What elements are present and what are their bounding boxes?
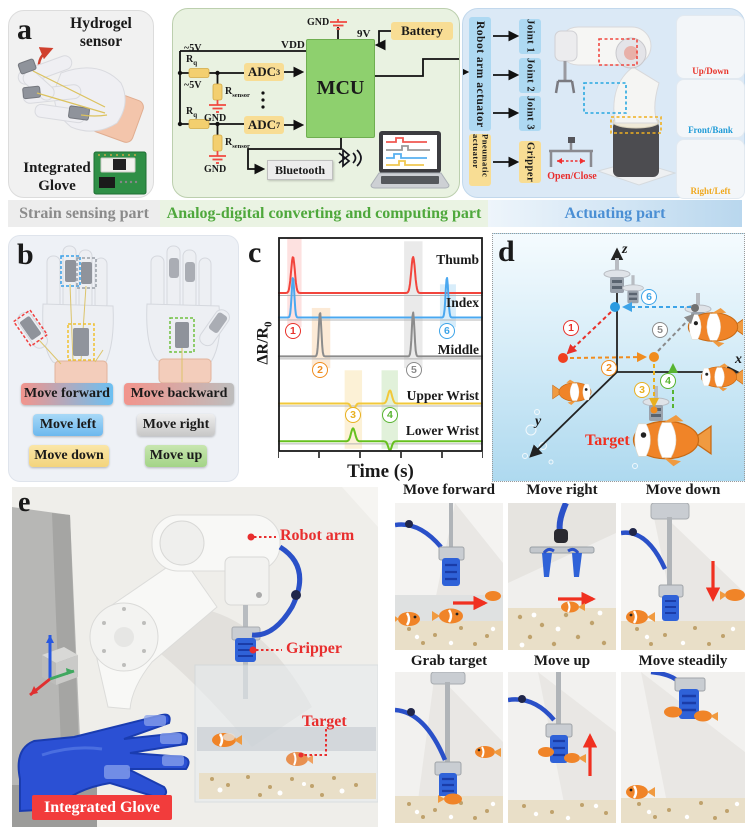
robot-arm-actuator-box: Robot arm actuator	[469, 17, 491, 131]
updown-label: Up/Down	[692, 66, 729, 76]
joint3-box: Joint 3	[519, 96, 541, 131]
chart-step-marker-3: 3	[345, 407, 362, 424]
tile-move-up	[508, 672, 616, 823]
step-5: 5	[652, 322, 668, 338]
trajectory-3d-scene	[522, 247, 743, 469]
tile-title-move-steadily: Move steadily	[638, 653, 728, 669]
open-close-label: Open/Close	[547, 171, 597, 182]
chart-traces	[278, 237, 483, 458]
tile-title-grab-target: Grab target	[410, 653, 488, 669]
rightleft-tile: Right/Left	[676, 139, 745, 199]
y-axis-label-d: y	[535, 414, 542, 429]
v5-mid-label: ~5V	[184, 80, 202, 91]
step-1: 1	[563, 320, 579, 336]
vdd-label: VDD	[281, 39, 305, 51]
move-forward-chip: Move forward	[21, 383, 113, 405]
gnd-top-label: GND	[307, 17, 330, 28]
trace-label-lower-wrist: Lower Wrist	[405, 422, 479, 438]
rq1-label: Rq	[186, 54, 198, 67]
rq2-label: Rq	[186, 106, 198, 119]
z-axis-label: z	[622, 242, 628, 257]
glove-illustration	[17, 47, 147, 195]
move-right-chip: Move right	[137, 414, 215, 436]
updown-tile: Up/Down	[676, 15, 745, 79]
mcu-box: MCU	[306, 39, 375, 138]
gripper-annotation: Gripper	[286, 640, 342, 657]
target-label-d: Target	[585, 432, 630, 449]
pneumatic-actuator-box: Pneumatic actuator	[469, 134, 491, 186]
tile-move-right	[508, 503, 616, 650]
panel-a-label: a	[17, 13, 32, 46]
gnd1-label: GND	[204, 113, 227, 124]
frontbank-label: Front/Bank	[688, 125, 733, 135]
tile-grab-target	[395, 672, 503, 823]
panel-e-label: e	[18, 487, 31, 518]
move-backward-chip: Move backward	[124, 383, 234, 405]
tile-title-move-down: Move down	[645, 482, 721, 498]
panel-d-label: d	[498, 235, 515, 268]
trace-label-thumb: Thumb	[436, 252, 479, 268]
tile-title-move-forward: Move forward	[402, 482, 496, 498]
step-4: 4	[660, 373, 676, 389]
step-3: 3	[634, 382, 650, 398]
robot-scene-photo	[12, 487, 378, 827]
panel-a-computing-box: ~5V Rq ~5V Rq Rsensor Rsensor GND GND GN…	[172, 8, 460, 198]
joint2-box: Joint 2	[519, 58, 541, 93]
step-6: 6	[641, 289, 657, 305]
panel-d-box: d	[492, 233, 745, 482]
panel-c-label: c	[248, 236, 262, 269]
bluetooth-box: Bluetooth	[267, 160, 333, 180]
v9-label: 9V	[357, 28, 371, 40]
trace-label-middle: Middle	[437, 341, 479, 357]
move-up-chip: Move up	[145, 445, 207, 467]
v5-top-label: ~5V	[184, 43, 202, 54]
chart-step-marker-1: 1	[284, 322, 301, 339]
hydrogel-sensor-label: Hydrogel sensor	[70, 15, 132, 50]
tile-title-move-up: Move up	[533, 653, 591, 669]
banner-strain: Strain sensing part	[8, 200, 160, 227]
panel-e-photo: Robot arm Gripper Target Integrated Glov…	[12, 487, 378, 827]
tile-move-steadily	[621, 672, 745, 823]
chart-step-marker-5: 5	[405, 362, 422, 379]
chart-step-marker-6: 6	[438, 322, 455, 339]
joint1-box: Joint 1	[519, 19, 541, 54]
rightleft-label: Right/Left	[690, 186, 731, 196]
move-down-chip: Move down	[29, 445, 109, 467]
rsensor2-label: Rsensor	[225, 137, 250, 150]
panel-a-actuating-box: Robot arm actuator Joint 1 Joint 2 Joint…	[462, 8, 745, 199]
banner-actuating: Actuating part	[488, 200, 742, 227]
frontbank-tile: Front/Bank	[676, 79, 745, 138]
panel-a-strain-box: a Hydrogel sensor	[8, 10, 154, 198]
robot-arm-annotation: Robot arm	[280, 527, 355, 544]
panel-b-label: b	[17, 238, 34, 271]
integrated-glove-label: Integrated Glove	[23, 160, 91, 194]
panel-b-box: b	[8, 235, 239, 482]
step-2: 2	[601, 360, 617, 376]
tile-move-forward	[395, 503, 503, 650]
trace-label-index: Index	[445, 295, 479, 311]
rsensor1-label: Rsensor	[225, 86, 250, 99]
gnd2-label: GND	[204, 164, 227, 175]
integrated-glove-badge: Integrated Glove	[32, 795, 172, 820]
move-left-chip: Move left	[33, 414, 103, 436]
y-axis-label: ΔR/R0	[254, 321, 275, 365]
trace-label-upper-wrist: Upper Wrist	[406, 388, 479, 404]
tile-title-move-right: Move right	[526, 482, 598, 498]
gripper-box: Gripper	[519, 141, 541, 183]
chart-step-marker-2: 2	[312, 362, 329, 379]
circuit-wires	[177, 19, 459, 189]
target-annotation: Target	[302, 713, 347, 730]
banner-computing: Analog-digital converting and computing …	[160, 200, 488, 227]
hands-illustration	[12, 245, 230, 386]
tile-move-down	[621, 503, 745, 650]
battery-box: Battery	[391, 22, 453, 40]
chart-step-marker-4: 4	[381, 407, 398, 424]
x-axis-label: Time (s)	[347, 461, 414, 482]
x-axis-label-d: x	[735, 352, 742, 367]
